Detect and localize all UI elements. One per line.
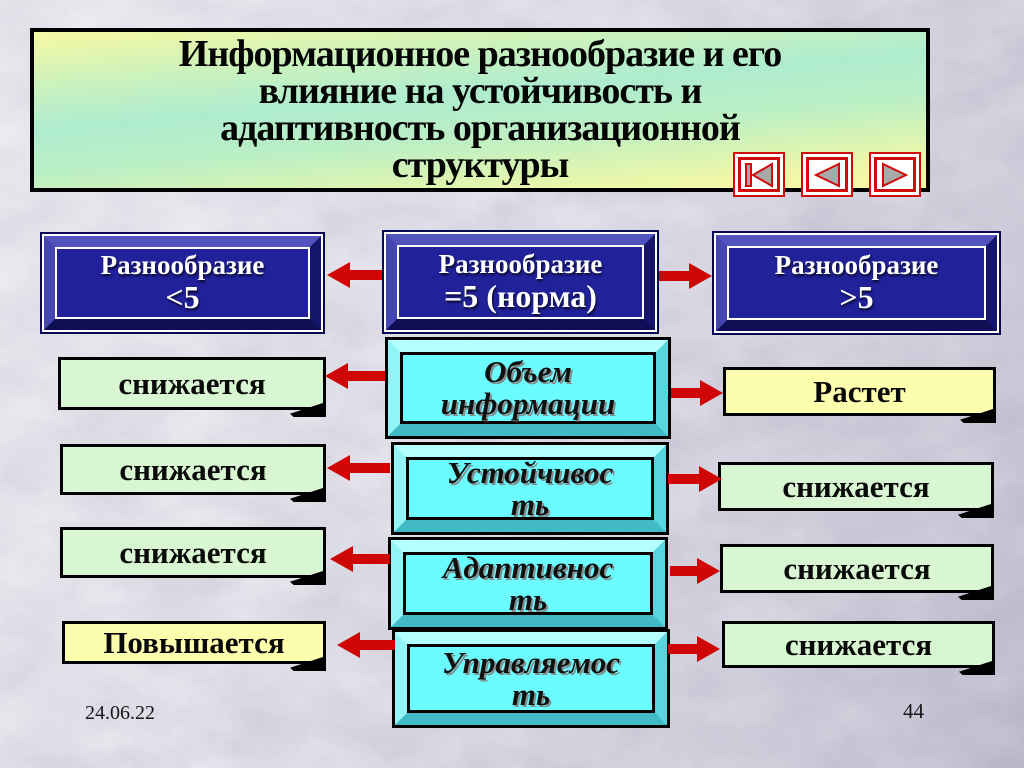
right-note-adaptability-text: снижается (783, 551, 931, 586)
left-note-controllability: Повышается (62, 621, 326, 664)
right-note-controllability: снижается (722, 621, 995, 668)
diversity-norm-label: Разнообразие (438, 248, 603, 279)
arrow-norm-to-low (327, 262, 382, 288)
stability-line-2: ть (510, 486, 550, 522)
left-note-stability-text: снижается (119, 452, 267, 487)
left-note-adaptability: снижается (60, 527, 326, 578)
diversity-low-value: <5 (165, 279, 200, 316)
left-note-volume-text: снижается (118, 366, 266, 401)
arrow-volume-left (325, 363, 385, 389)
prev-slide-icon (813, 161, 841, 188)
info-volume-line-2: информации (440, 386, 616, 421)
stability-line-1: Устойчивос (446, 454, 614, 490)
title-line-4: структуры (391, 143, 569, 186)
info-volume-line-1: Объем (484, 354, 572, 390)
arrow-adaptability-right (670, 558, 720, 584)
arrow-norm-to-high (659, 263, 712, 289)
left-note-controllability-text: Повышается (103, 625, 285, 660)
stability-box: Устойчивос ть (391, 442, 669, 535)
slide-page-number: 44 (903, 699, 924, 723)
right-note-controllability-text: снижается (784, 627, 933, 662)
title-line-2: влияние на устойчивость и (258, 70, 703, 113)
title-line-3: адаптивность организационной (220, 107, 741, 149)
arrow-adaptability-left (330, 546, 390, 572)
diversity-norm-value: =5 (норма) (444, 278, 597, 315)
nav-first-button[interactable] (733, 152, 785, 197)
diversity-low-label: Разнообразие (100, 249, 265, 280)
left-note-adaptability-text: снижается (119, 535, 267, 570)
arrow-controllability-left (337, 632, 395, 658)
right-note-adaptability: снижается (720, 544, 994, 593)
next-slide-icon (881, 161, 909, 188)
adaptability-line-2: ть (508, 581, 548, 617)
controllability-box: Управляемос ть (392, 629, 670, 728)
diversity-high-box: Разнообразие >5 (712, 231, 1001, 335)
arrow-stability-right (668, 466, 722, 492)
diversity-norm-box: Разнообразие =5 (норма) (382, 230, 659, 334)
left-note-stability: снижается (60, 444, 326, 495)
arrow-controllability-right (668, 636, 720, 662)
left-note-volume: снижается (58, 357, 326, 410)
controllability-line-2: ть (511, 676, 551, 712)
arrow-stability-left (327, 455, 390, 481)
diversity-high-label: Разнообразие (774, 249, 939, 280)
first-slide-icon (744, 161, 774, 188)
adaptability-line-1: Адаптивнос (442, 549, 614, 585)
arrow-volume-right (671, 380, 723, 406)
right-note-volume-text: Растет (813, 374, 906, 409)
controllability-line-1: Управляемос (441, 644, 621, 680)
info-volume-box: Объем информации (385, 337, 671, 439)
nav-next-button[interactable] (869, 152, 921, 197)
slide-date: 24.06.22 (85, 702, 155, 724)
adaptability-box: Адаптивнос ть (388, 537, 668, 630)
right-note-volume: Растет (723, 367, 996, 416)
right-note-stability: снижается (718, 462, 994, 511)
right-note-stability-text: снижается (782, 469, 930, 504)
title-box: Информационное разнообразие и его влияни… (30, 28, 930, 192)
diversity-low-box: Разнообразие <5 (40, 232, 325, 334)
nav-prev-button[interactable] (801, 152, 853, 197)
diversity-high-value: >5 (839, 279, 874, 316)
title-line-1: Информационное разнообразие и его (178, 33, 782, 76)
